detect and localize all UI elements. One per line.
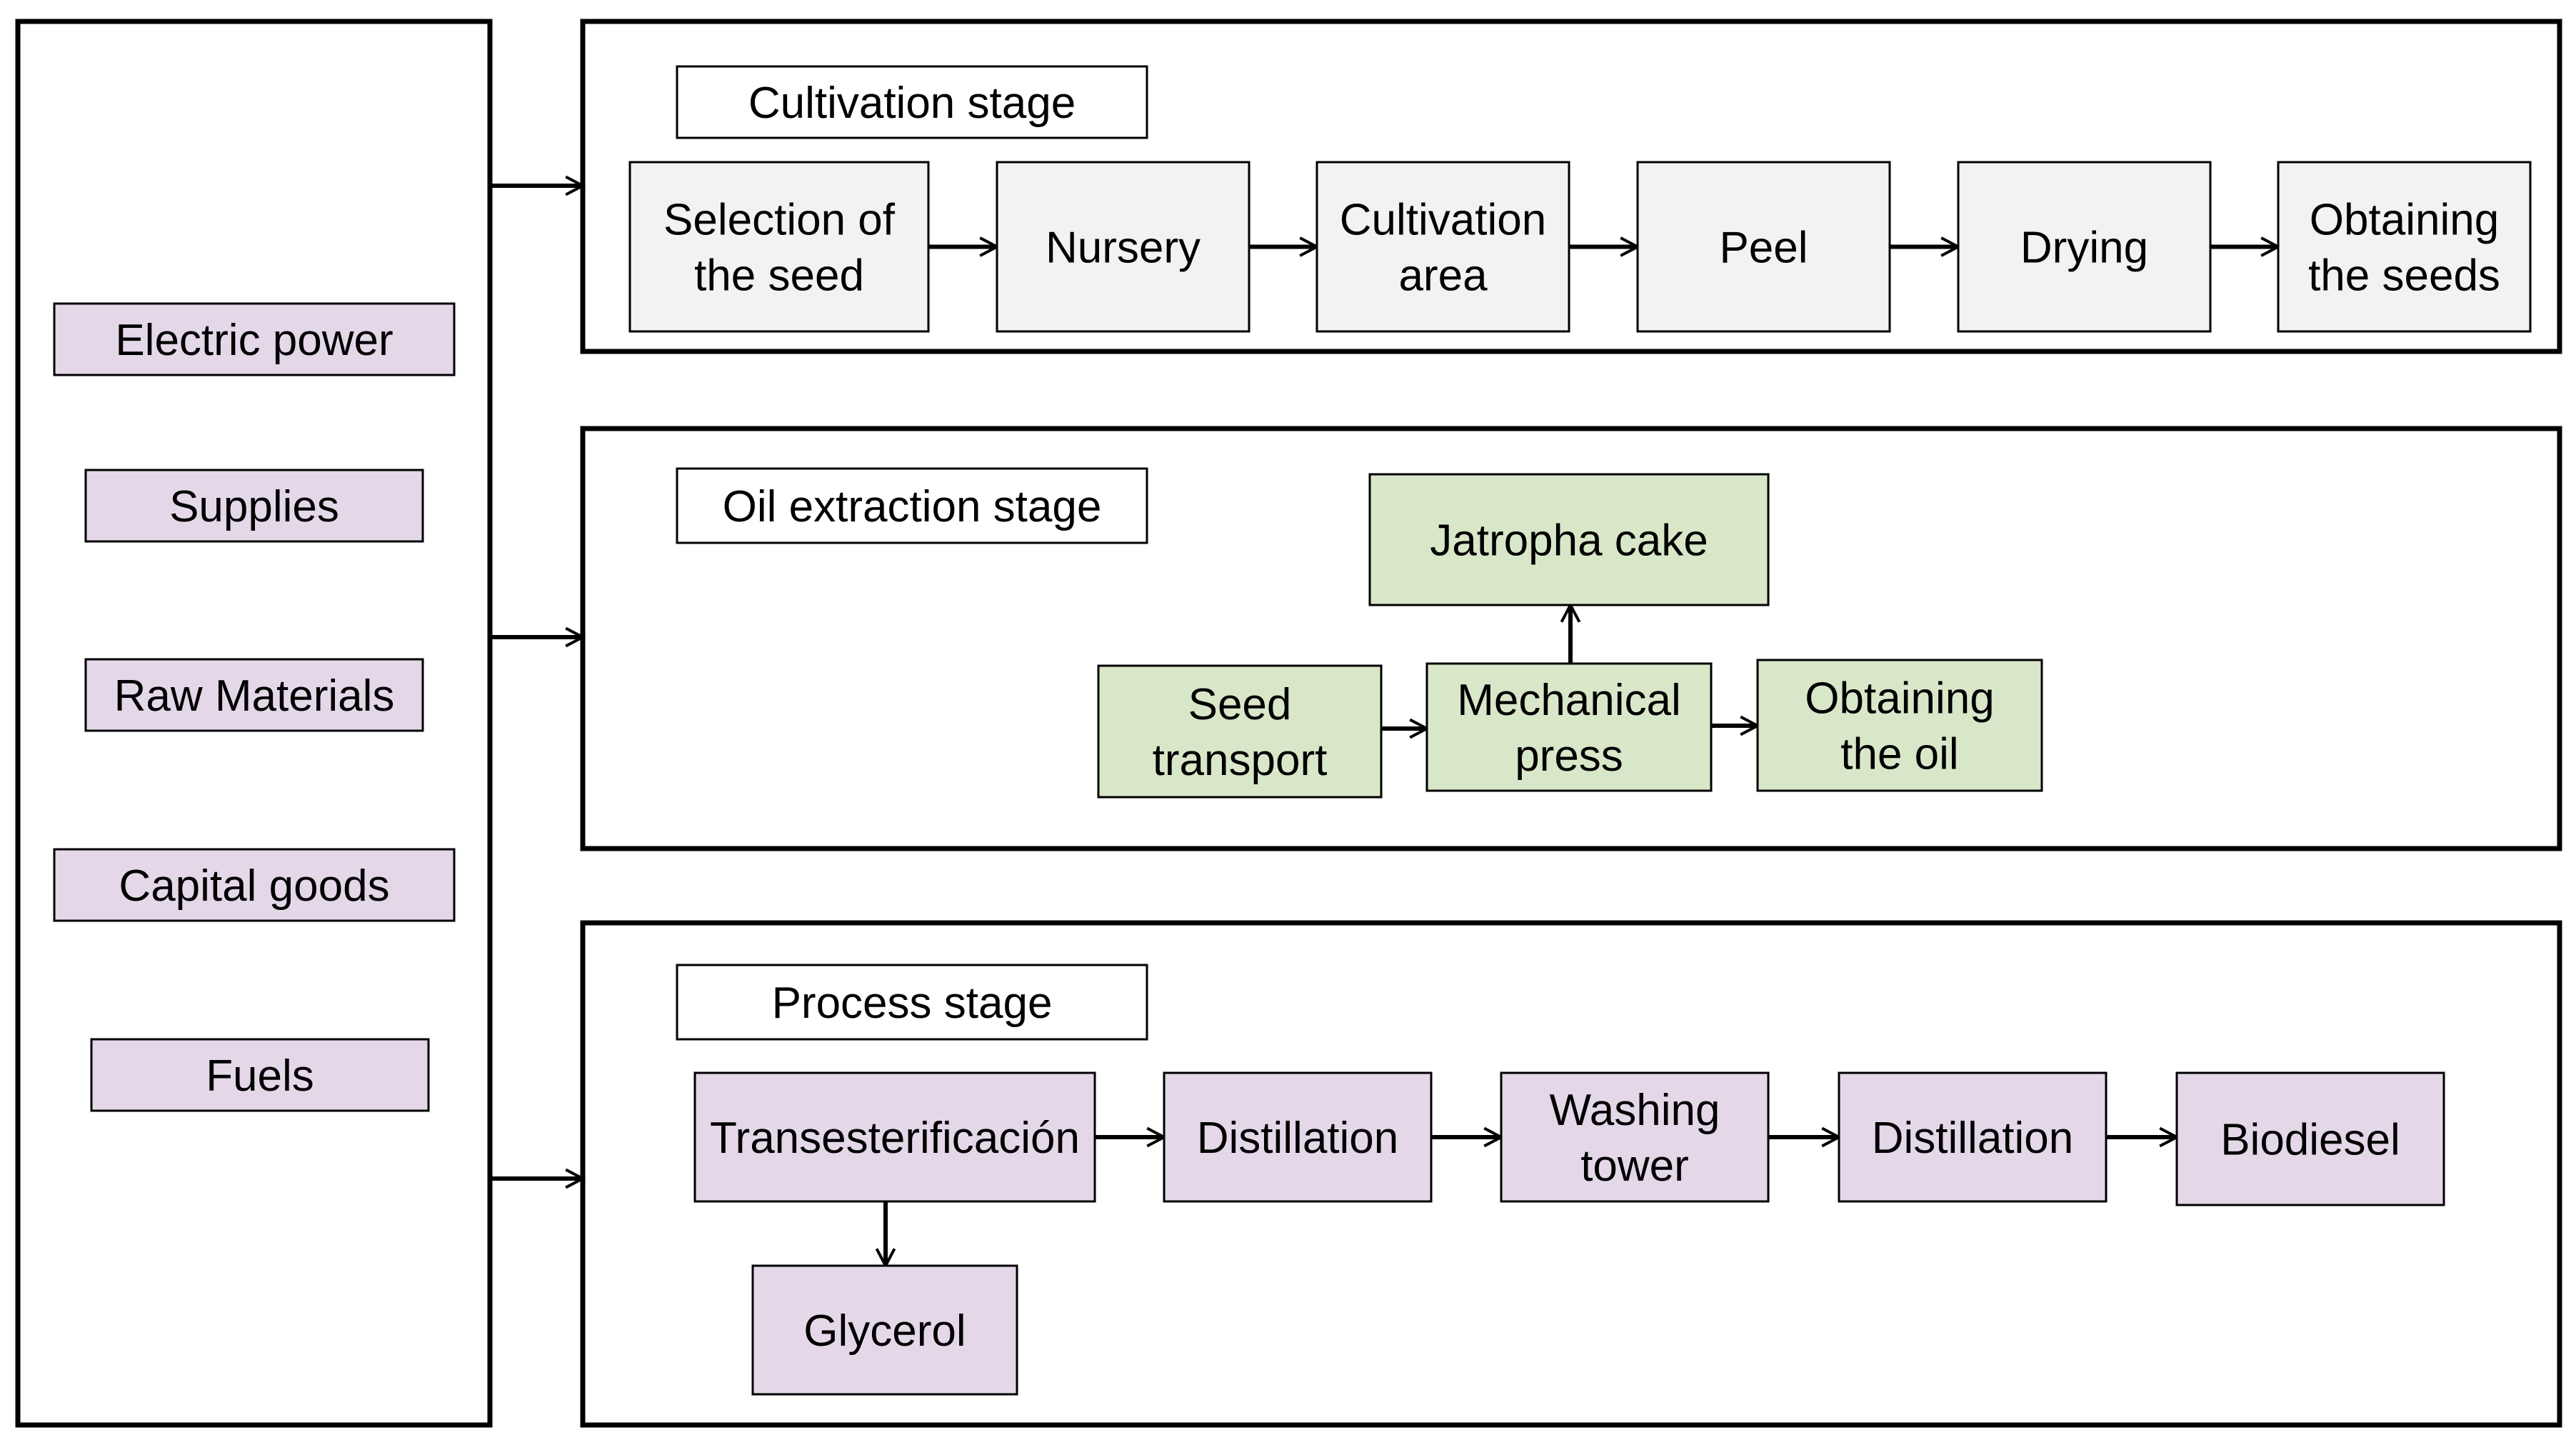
- oil-step-mechanical-press-label: press: [1515, 731, 1623, 781]
- process-byproduct-glycerol: Glycerol: [751, 1264, 1018, 1396]
- process-step-transesterificacion-1-rect: [693, 1071, 1096, 1203]
- cultivation-step-cultivation-area-label: area: [1398, 251, 1488, 301]
- inputs-frame: [15, 19, 493, 1428]
- oil-extraction-stage-title-label: Oil extraction stage: [723, 482, 1102, 531]
- process-step-biodiesel-5-rect: [2175, 1071, 2445, 1206]
- input-fuels-label: Fuels: [206, 1051, 314, 1101]
- cultivation-step-selection-of-the-seed-label: the seed: [694, 251, 864, 301]
- cultivation-step-cultivation-area-rect: [1315, 161, 1570, 333]
- oil-step-obtaining-the-oil-label: Obtaining: [1805, 674, 1994, 724]
- cultivation-step-nursery: Nursery: [996, 161, 1251, 333]
- process-step-washing-tower-3-label: Washing: [1550, 1086, 1720, 1135]
- input-capital-goods-label: Capital goods: [119, 861, 389, 911]
- process-byproduct-glycerol-rect: [751, 1264, 1018, 1396]
- input-electric-power-rect: [53, 302, 456, 376]
- oil-step-mechanical-press-rect: [1425, 662, 1713, 792]
- oil-step-obtaining-the-oil: Obtaining the oil: [1756, 659, 2043, 792]
- input-fuels: Fuels: [90, 1038, 430, 1112]
- oil-step-seed-transport-label: transport: [1153, 736, 1328, 785]
- cultivation-step-peel-rect: [1636, 161, 1891, 333]
- oil-extraction-stage-title: Oil extraction stage: [676, 467, 1148, 544]
- cultivation-step-obtaining-the-seeds-label: the seeds: [2308, 251, 2500, 301]
- process-step-distillation-2: Distillation: [1163, 1071, 1433, 1203]
- oil-byproduct-jatropha-cake: Jatropha cake: [1368, 473, 1770, 606]
- oil-step-mechanical-press-label: Mechanical: [1457, 676, 1681, 725]
- input-supplies-rect: [84, 469, 424, 543]
- process-step-washing-tower-3-label: tower: [1580, 1141, 1689, 1191]
- oil-step-seed-transport-label: Seed: [1188, 680, 1292, 729]
- cultivation-step-drying-rect: [1957, 161, 2212, 333]
- cultivation-step-selection-of-the-seed-rect: [628, 161, 930, 333]
- input-electric-power-label: Electric power: [115, 316, 393, 365]
- oil-step-mechanical-press: Mechanical press: [1425, 662, 1713, 792]
- input-raw-materials: Raw Materials: [84, 658, 424, 732]
- oil-byproduct-jatropha-cake-label: Jatropha cake: [1430, 516, 1708, 566]
- process-step-distillation-4-label: Distillation: [1872, 1114, 2074, 1163]
- process-step-washing-tower-3: Washing tower: [1500, 1071, 1770, 1203]
- oil-step-obtaining-the-oil-rect: [1756, 659, 2043, 792]
- cultivation-step-obtaining-the-seeds: Obtaining the seeds: [2277, 161, 2532, 333]
- process-step-distillation-2-label: Distillation: [1197, 1114, 1399, 1163]
- cultivation-stage-title: Cultivation stage: [676, 65, 1148, 139]
- input-fuels-rect: [90, 1038, 430, 1112]
- cultivation-step-nursery-rect: [996, 161, 1251, 333]
- input-raw-materials-label: Raw Materials: [114, 671, 395, 721]
- oil-step-seed-transport-rect: [1097, 664, 1383, 799]
- process-step-transesterificacion-1: Transesterificación: [693, 1071, 1096, 1203]
- cultivation-step-cultivation-area-label: Cultivation: [1340, 196, 1546, 245]
- cultivation-stage-title-rect: [676, 65, 1148, 139]
- cultivation-stage-title-label: Cultivation stage: [748, 79, 1076, 128]
- cultivation-step-nursery-label: Nursery: [1046, 224, 1201, 273]
- process-step-biodiesel-5: Biodiesel: [2175, 1071, 2445, 1206]
- oil-byproduct-jatropha-cake-rect: [1368, 473, 1770, 606]
- cultivation-step-cultivation-area: Cultivation area: [1315, 161, 1570, 333]
- cultivation-step-selection-of-the-seed-label: Selection of: [663, 196, 896, 245]
- cultivation-step-obtaining-the-seeds-rect: [2277, 161, 2532, 333]
- oil-step-seed-transport: Seed transport: [1097, 664, 1383, 799]
- input-capital-goods: Capital goods: [53, 848, 456, 922]
- input-electric-power: Electric power: [53, 302, 456, 376]
- input-capital-goods-rect: [53, 848, 456, 922]
- cultivation-step-drying: Drying: [1957, 161, 2212, 333]
- input-raw-materials-rect: [84, 658, 424, 732]
- process-step-biodiesel-5-label: Biodiesel: [2220, 1116, 2400, 1165]
- process-stage-title-label: Process stage: [772, 979, 1053, 1028]
- cultivation-step-obtaining-the-seeds-label: Obtaining: [2310, 196, 2499, 245]
- input-supplies: Supplies: [84, 469, 424, 543]
- process-step-distillation-2-rect: [1163, 1071, 1433, 1203]
- process-byproduct-glycerol-label: Glycerol: [803, 1306, 966, 1356]
- process-stage-title: Process stage: [676, 964, 1148, 1041]
- process-step-washing-tower-3-rect: [1500, 1071, 1770, 1203]
- process-stage-title-rect: [676, 964, 1148, 1041]
- oil-extraction-stage-title-rect: [676, 467, 1148, 544]
- oil-step-obtaining-the-oil-label: the oil: [1840, 730, 1958, 779]
- cultivation-step-peel-label: Peel: [1719, 224, 1808, 273]
- cultivation-step-selection-of-the-seed: Selection of the seed: [628, 161, 930, 333]
- cultivation-step-peel: Peel: [1636, 161, 1891, 333]
- cultivation-step-drying-label: Drying: [2020, 224, 2148, 273]
- process-step-distillation-4-rect: [1838, 1071, 2108, 1203]
- process-step-distillation-4: Distillation: [1838, 1071, 2108, 1203]
- input-supplies-label: Supplies: [169, 482, 339, 531]
- process-step-transesterificacion-1-label: Transesterificación: [710, 1114, 1080, 1163]
